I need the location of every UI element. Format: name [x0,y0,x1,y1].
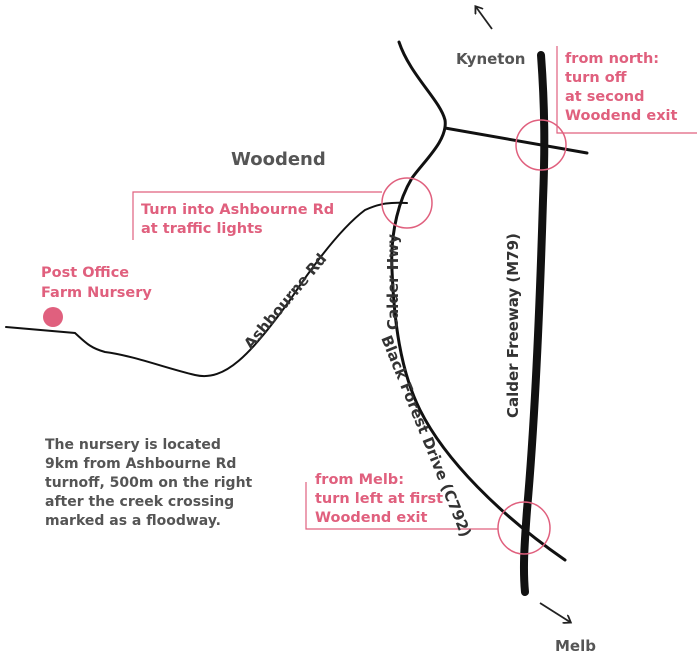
north-callout-line4: Woodend exit [565,108,678,124]
nursery-label-line2: Farm Nursery [41,285,152,301]
nursery-label-line1: Post Office [41,265,129,281]
junction-melb-circle [497,501,551,555]
calder-hwy-road [390,40,567,562]
arrow-down-right-icon [539,602,570,622]
black-forest-drive-label: Black Forest Drive (C792) [377,333,475,540]
dot-marker-icon [43,307,63,327]
note-line3: turnoff, 500m on the right [45,475,253,491]
note-line1: The nursery is located [45,437,221,453]
ashbourne-road [5,201,408,378]
melb-callout-bracket [305,482,498,530]
junction-north-circle [515,119,567,171]
north-callout-line2: turn off [565,70,627,86]
ashbourne-callout-line1: Turn into Ashbourne Rd [141,202,334,218]
ashbourne-callout-bracket [132,191,382,240]
kyneton-label: Kyneton [456,50,525,68]
note-line4: after the creek crossing [45,494,234,510]
woodend-label: Woodend [231,149,326,170]
melb-callout-line2: turn left at first [315,491,443,507]
note-line2: 9km from Ashbourne Rd [45,456,236,472]
calder-freeway-label: Calder Freeway (M79) [504,233,522,418]
calder-hwy-label: Calder Hwy [384,234,402,330]
north-callout-bracket [556,46,697,134]
north-callout-line3: at second [565,89,645,105]
melb-callout-line3: Woodend exit [315,510,428,526]
ashbourne-callout-line2: at traffic lights [141,221,263,237]
melb-callout-line1: from Melb: [315,472,404,488]
junction-traffic-lights-circle [381,177,433,229]
melb-label: Melb [555,637,596,655]
north-callout-line1: from north: [565,51,659,67]
calder-freeway-road [519,51,549,596]
note-line5: marked as a floodway. [45,513,221,529]
arrow-up-left-icon [476,7,493,30]
ashbourne-rd-label: Ashbourne Rd [240,250,330,353]
